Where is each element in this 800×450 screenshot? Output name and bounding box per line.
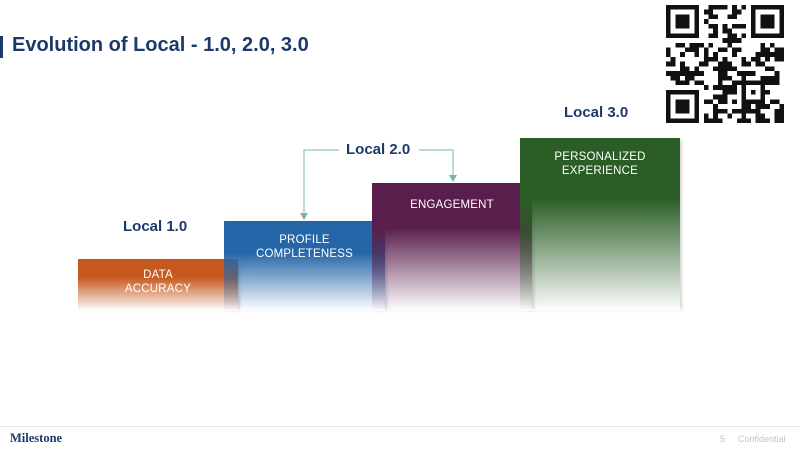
block-text-line: PERSONALIZED [554,151,646,163]
block-text-line: DATA [143,269,173,281]
block-text-line: ACCURACY [124,283,192,295]
page-number: 5 [720,434,726,444]
block-profile-completeness: PROFILE COMPLETENESS [224,221,385,311]
milestone-logo: Milestone [10,431,63,445]
block-text-line: ENGAGEMENT [410,199,494,211]
slide-title: Evolution of Local - 1.0, 2.0, 3.0 [12,34,309,56]
block-text-line: EXPERIENCE [561,165,639,177]
stage-label-local-1: Local 1.0 [123,218,188,235]
stage-label-local-2: Local 2.0 [346,141,411,158]
footer-divider [0,426,800,427]
confidential-label: Confidential [738,434,786,444]
qr-code-icon [666,5,784,123]
title-accent-bar [0,36,3,58]
block-personalized-experience: PERSONALIZED EXPERIENCE [520,138,680,311]
block-data-accuracy: DATA ACCURACY [78,259,238,311]
block-text-line: PROFILE [279,234,330,246]
block-text-line: COMPLETENESS [256,248,353,260]
block-engagement: ENGAGEMENT [372,183,532,311]
stage-label-local-3: Local 3.0 [564,104,629,121]
